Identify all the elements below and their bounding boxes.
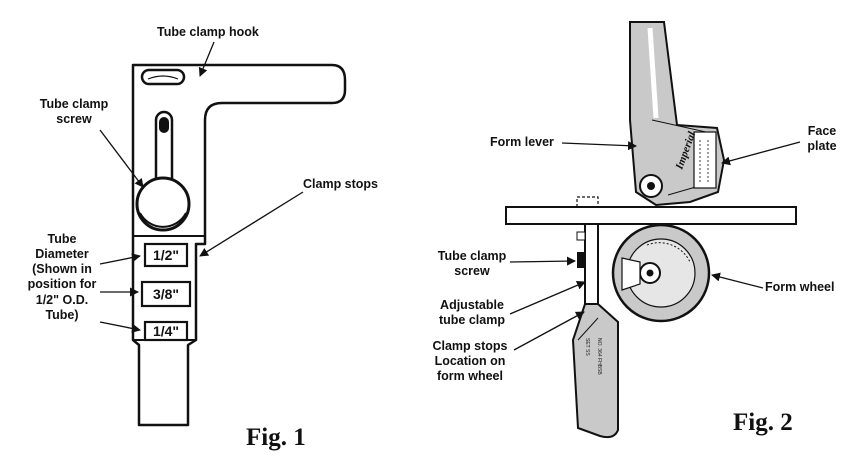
- label-form-lever: Form lever: [490, 135, 554, 149]
- fig2-caption: Fig. 2: [733, 409, 793, 436]
- label-tube-clamp-screw-l2: screw: [56, 112, 92, 126]
- label-tube-clamp-hook: Tube clamp hook: [157, 25, 259, 39]
- label-tube-clamp-screw-fig2-l1: Tube clamp: [438, 249, 507, 263]
- label-tube-diameter-l5: 1/2" O.D.: [36, 293, 88, 307]
- label-face-plate-l2: plate: [807, 139, 836, 153]
- hook-slot: [140, 68, 186, 86]
- label-clamp-stops-fig2-l3: form wheel: [437, 369, 503, 383]
- svg-text:NO. 364 FHBSB: NO. 364 FHBSB: [596, 338, 602, 375]
- label-adjustable-tube-clamp-l1: Adjustable: [440, 298, 504, 312]
- tube-clamp-screw: [577, 252, 586, 268]
- stop-box-three-eighths: [140, 280, 192, 308]
- fig1-caption: Fig. 1: [246, 424, 306, 451]
- fig2-diagram: Imperial NO. 364 FHBSB SET SS: [505, 21, 797, 439]
- label-tube-diameter-l3: (Shown in: [32, 262, 92, 276]
- label-face-plate-l1: Face: [808, 124, 837, 138]
- label-tube-diameter-l1: Tube: [48, 232, 77, 246]
- fig1-diagram: [131, 63, 347, 427]
- svg-text:SET SS: SET SS: [584, 338, 590, 356]
- label-clamp-stops-fig2-l1: Clamp stops: [432, 339, 507, 353]
- stop-box-half: [143, 242, 189, 268]
- label-tube-clamp-screw-fig2-l2: screw: [454, 264, 490, 278]
- label-form-wheel: Form wheel: [765, 280, 834, 294]
- face-plate: [693, 131, 717, 189]
- label-adjustable-tube-clamp-l2: tube clamp: [439, 313, 505, 327]
- stop-label-quarter: 1/4": [153, 323, 179, 339]
- adjustable-tube-clamp: [584, 223, 599, 305]
- label-tube-diameter-l2: Diameter: [35, 247, 89, 261]
- stop-label-three-eighths: 3/8": [153, 286, 179, 302]
- label-clamp-stops: Clamp stops: [303, 177, 378, 191]
- lower-handle: [571, 303, 619, 439]
- tube: [505, 206, 797, 225]
- label-tube-clamp-screw-l1: Tube clamp: [40, 97, 109, 111]
- tube-clamp-screw-knob: [135, 176, 191, 232]
- label-tube-diameter-l4: position for: [28, 277, 97, 291]
- label-clamp-stops-fig2-l2: Location on: [435, 354, 506, 368]
- stop-label-half: 1/2": [153, 247, 179, 263]
- label-tube-diameter-l6: Tube): [45, 308, 78, 322]
